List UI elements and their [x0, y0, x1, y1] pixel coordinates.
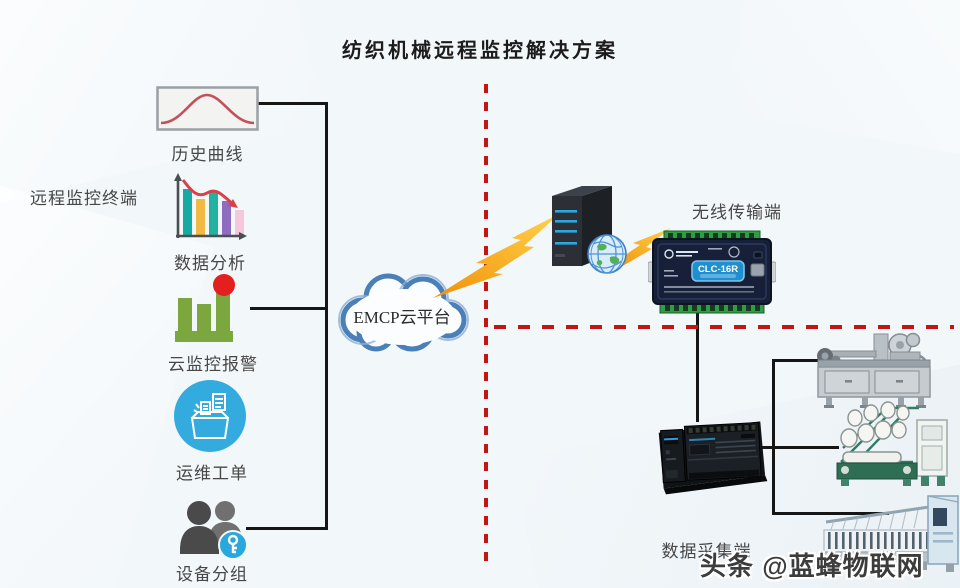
connector-bus-to-machine3: [772, 512, 889, 515]
data-analysis-label: 数据分析: [174, 254, 246, 273]
machine-warping-icon: [836, 401, 948, 486]
dtu-model-label: CLC-16R: [698, 264, 738, 275]
machine-blister-icon: [817, 332, 931, 408]
work-order-icon: [174, 380, 246, 452]
connector-right-bus: [772, 359, 775, 515]
dashed-boundary-vertical: [484, 84, 488, 562]
server-icon: [552, 186, 627, 274]
cloud-alarm-label: 云监控报警: [168, 355, 258, 374]
device-group-icon: [180, 501, 248, 560]
dashed-boundary-horizontal: [494, 325, 954, 329]
background-shape: [724, 0, 960, 165]
emcp-cloud: EMCP云平台: [338, 273, 469, 352]
globe-icon: [587, 234, 627, 274]
connector-alarm-to-bus: [250, 307, 327, 310]
device-group-label: 设备分组: [176, 565, 248, 584]
watermark: 头条 @蓝蜂物联网: [700, 551, 924, 581]
work-order-label: 运维工单: [176, 464, 248, 483]
history-curve-label: 历史曲线: [171, 145, 244, 164]
machine-spinning-icon: [821, 495, 959, 572]
cloud-alarm-icon: [175, 274, 235, 342]
dtu-device: CLC-16R: [648, 230, 776, 314]
connector-left-bus: [325, 102, 328, 530]
collection-section-label: 数据采集端: [661, 542, 752, 561]
connector-history-to-bus: [256, 102, 327, 105]
connector-plc-to-bus: [762, 446, 775, 449]
data-analysis-icon: [174, 173, 247, 240]
connector-dtu-to-plc: [696, 310, 699, 422]
connector-bus-to-machine2: [772, 446, 839, 449]
wireless-section-label: 无线传输端: [692, 203, 782, 222]
plc-device: [658, 421, 768, 495]
diagram-title: 纺织机械远程监控解决方案: [342, 40, 618, 62]
emcp-cloud-label: EMCP云平台: [353, 308, 450, 327]
connector-bus-to-machine1: [772, 359, 819, 362]
history-curve-icon: [156, 86, 259, 131]
connector-group-to-bus: [246, 527, 327, 530]
terminal-section-label: 远程监控终端: [30, 189, 138, 208]
